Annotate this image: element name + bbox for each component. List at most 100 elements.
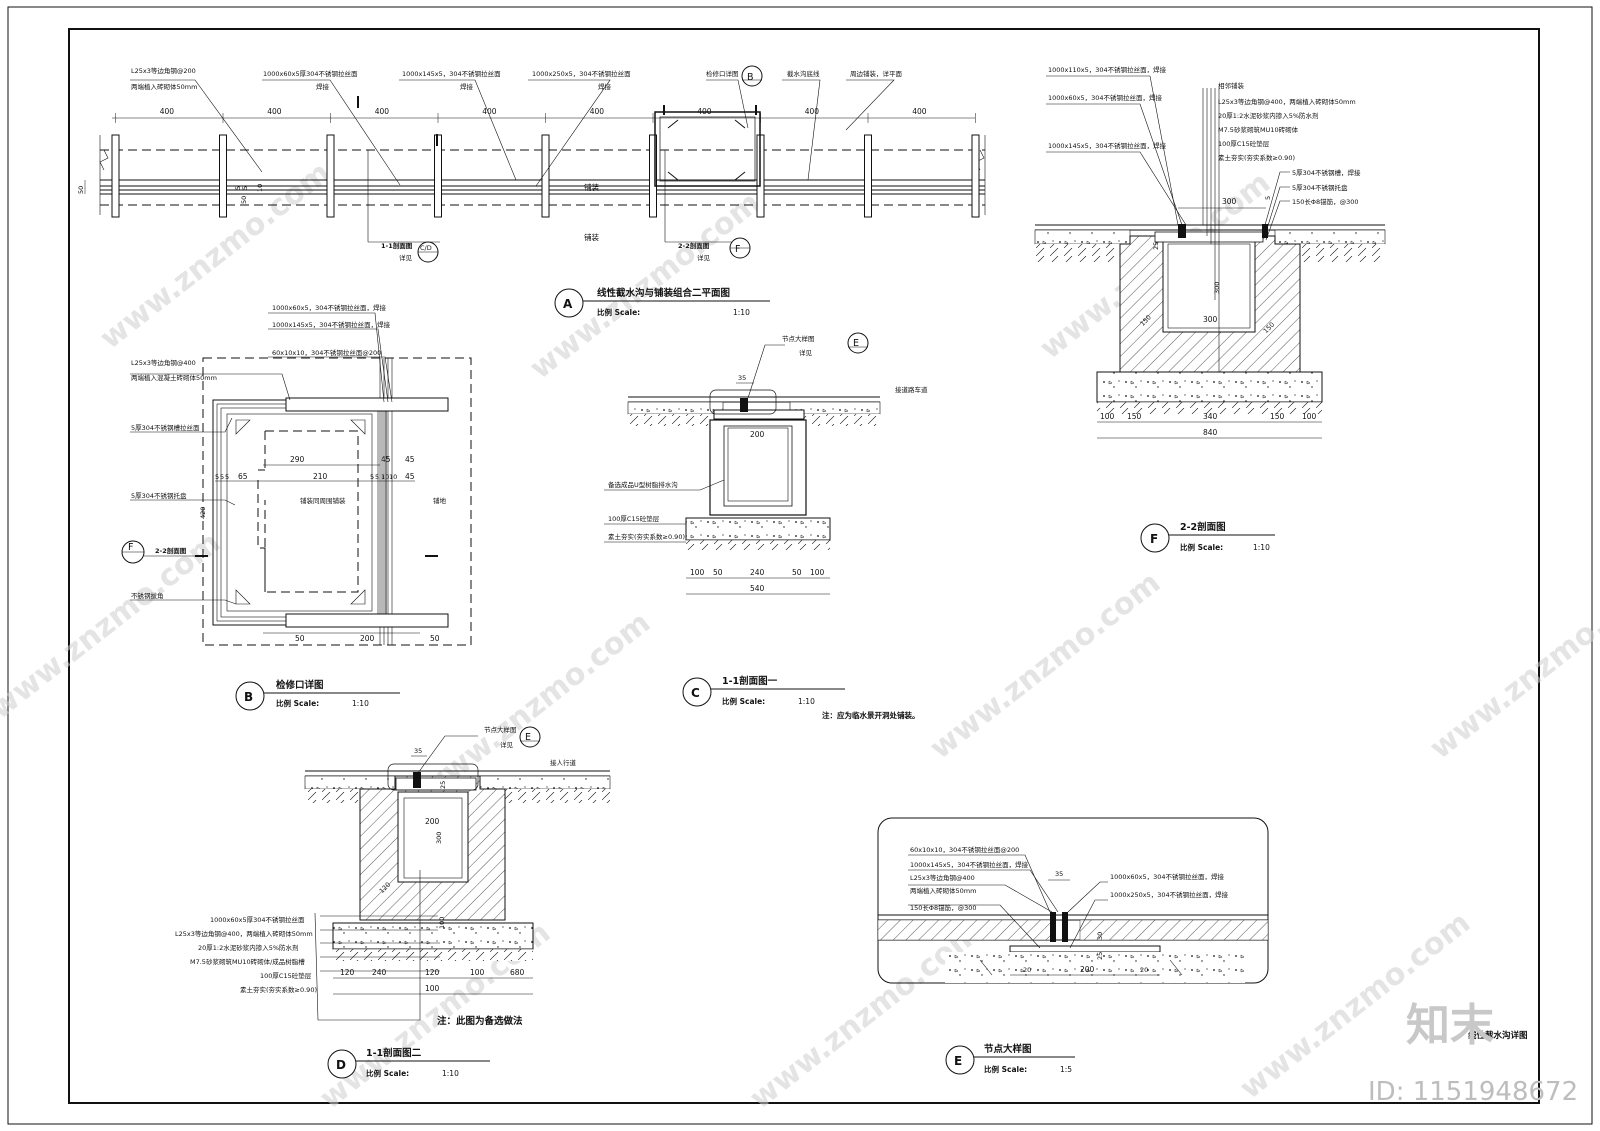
section-d-dim: 680 [510,968,525,977]
plan-a-dim-label: 400 [267,107,282,116]
plan-b-dim: 5 [215,473,219,481]
plan-a-label: 两端植入砖砌体50mm [131,82,197,91]
plan-b-dim: 45 [381,455,391,464]
section-c-label: 备选成品U型树脂排水沟 [608,480,678,489]
section-c-title: 1-1剖面图一 [722,675,778,687]
watermark-text: www.znzmo.com [743,915,987,1116]
plan-a-label: L25x3等边角钢@200 [131,66,196,75]
plan-b-dim: 50 [430,634,440,643]
section-f-dim: 840 [1203,428,1218,437]
plan-b-section-label: 2-2剖面图 [155,546,187,555]
section-d-dim: 100 [470,968,485,977]
plan-a-dim-label: 400 [912,107,927,116]
section-callout-ref: C/D [420,244,432,252]
section-f-dim: 300 [1203,315,1218,324]
section-callout-2-2: 2-2剖面图 [678,241,710,250]
section-d-scale-label: 比例 Scale: [366,1068,409,1078]
section-c-label: 素土夯实(夯实系数≥0.90) [608,532,685,541]
section-f-scale: 1:10 [1253,543,1270,552]
plan-b-section-ref: F [128,542,133,553]
section-d-marker: D [336,1058,346,1072]
outer-frame [7,6,1593,1125]
section-f-label: 5厚304不锈钢托盘 [1292,183,1348,192]
section-c-dim: 540 [750,584,765,593]
section-d-label: 素土夯实(夯实系数≥0.90) [240,985,317,994]
section-f-label: 5厚304不锈钢槽，焊接 [1292,168,1361,177]
plan-a-label: 焊接 [460,82,474,91]
section-d-dim: 300 [435,832,443,844]
section-f-label: 1000x145x5，304不锈钢拉丝面，焊接 [1048,141,1167,150]
section-d-node-ref: E [525,732,531,743]
plan-b-dim: 5 [375,473,379,481]
section-d-label: 1000x60x5厚304不锈钢拉丝面 [210,915,305,924]
section-f: 1000x110x5，304不锈钢拉丝面，焊接 1000x60x5，304不锈钢… [1034,65,1386,553]
section-e-scale: 1:5 [1060,1065,1072,1074]
section-e-label: 60x10x10，304不锈钢拉丝面@200 [910,845,1019,854]
plan-a-label: 截水沟底线 [787,69,820,78]
section-c-label: 节点大样图 [782,334,815,343]
section-f-label: 150长Φ8锚筋，@300 [1292,197,1359,206]
plan-a-label: 焊接 [598,82,612,91]
plan-b-dim: 65 [238,472,248,481]
plan-a-dim-label: 400 [805,107,820,116]
section-c-dim: 50 [792,568,802,577]
plan-a-marker: A [563,297,573,311]
plan-b-dim: 5 [370,473,374,481]
image-id: ID: 1151948672 [1368,1077,1578,1107]
watermark-layer: www.znzmo.com www.znzmo.com www.znzmo.co… [0,155,1600,1116]
section-e-dim: 20 [1023,966,1031,974]
section-e-label: 1000x145x5，304不锈钢拉丝面，焊接 [910,860,1029,869]
section-d-scale: 1:10 [442,1069,459,1078]
section-callout-see: 详见 [399,253,413,262]
section-f-dim: 100 [1100,412,1115,421]
plan-b-label: 两端植入混凝土砖砌体50mm [131,373,217,382]
section-f-label: 素土夯实(夯实系数≥0.90) [1218,153,1295,162]
section-callout-ref: F [735,244,740,255]
plan-a-dim-label: 400 [375,107,390,116]
section-c: 节点大样图 详见 E 接道路车道 备选成品U型树脂排水沟 100厚C15砼垫层 … [604,332,928,720]
section-f-dim: 340 [1203,412,1218,421]
section-d-dim: 100 [438,917,446,929]
section-f-label: 100厚C15砼垫层 [1218,139,1270,148]
section-d-label: 详见 [500,740,514,749]
section-f-label: 1000x110x5，304不锈钢拉丝面，焊接 [1048,65,1167,74]
plan-b-label: 1000x145x5，304不锈钢拉丝面，焊接 [272,320,391,329]
plan-a-paving: 铺装 [584,232,599,242]
plan-a-dim-label: 400 [590,107,605,116]
section-f-dim: 100 [1302,412,1317,421]
section-c-node-ref: E [853,338,859,349]
plan-a-ref-b: B [747,72,754,83]
section-f-title: 2-2剖面图 [1180,521,1226,533]
plan-a-dim: 50 [77,186,85,194]
plan-b-label: 不锈钢拔角 [131,591,164,600]
section-e-dim: 30 [1096,932,1104,940]
section-d-label: 100厚C15砼垫层 [260,971,312,980]
section-e-label: L25x3等边角钢@400 [910,873,975,882]
section-c-dim: 200 [750,430,765,439]
plan-b-label: 60x10x10，304不锈钢拉丝面@200 [272,348,381,357]
plan-b-dim: 5 [225,473,229,481]
plan-b-dim: 200 [360,634,375,643]
section-c-scale-label: 比例 Scale: [722,696,765,706]
section-c-dim: 35 [738,374,746,382]
section-f-label: L25x3等边角钢@400，两端植入砖砌体50mm [1218,97,1356,106]
section-c-note: 注：应为临水景开洞处铺装。 [822,710,920,720]
section-e: 60x10x10，304不锈钢拉丝面@200 1000x145x5，304不锈钢… [877,817,1269,1075]
section-e-label: 150长Φ8锚筋，@300 [910,903,977,912]
section-e-dim: 25 [1096,952,1104,960]
section-f-label: M7.5砂浆砌筑MU10砖砌体 [1218,125,1299,134]
watermark-text: www.znzmo.com [523,185,767,386]
angle-steel-post [541,134,550,218]
logo-mark: 知末 [1406,1000,1494,1051]
plan-b-dim: 290 [290,455,305,464]
section-c-dim: 240 [750,568,765,577]
section-c-label: 100厚C15砼垫层 [608,514,660,523]
watermark-text: www.znzmo.com [923,565,1167,766]
section-c-marker: C [691,686,700,700]
section-d: 节点大样图 详见 E 接人行道 1000x60x5厚304不锈钢拉丝面 L25x… [175,725,611,1079]
section-f-dim: 300 [1213,282,1221,294]
plan-b-dim: 210 [313,472,328,481]
section-f-scale-label: 比例 Scale: [1180,542,1223,552]
plan-b-dim: 420 [199,507,207,519]
